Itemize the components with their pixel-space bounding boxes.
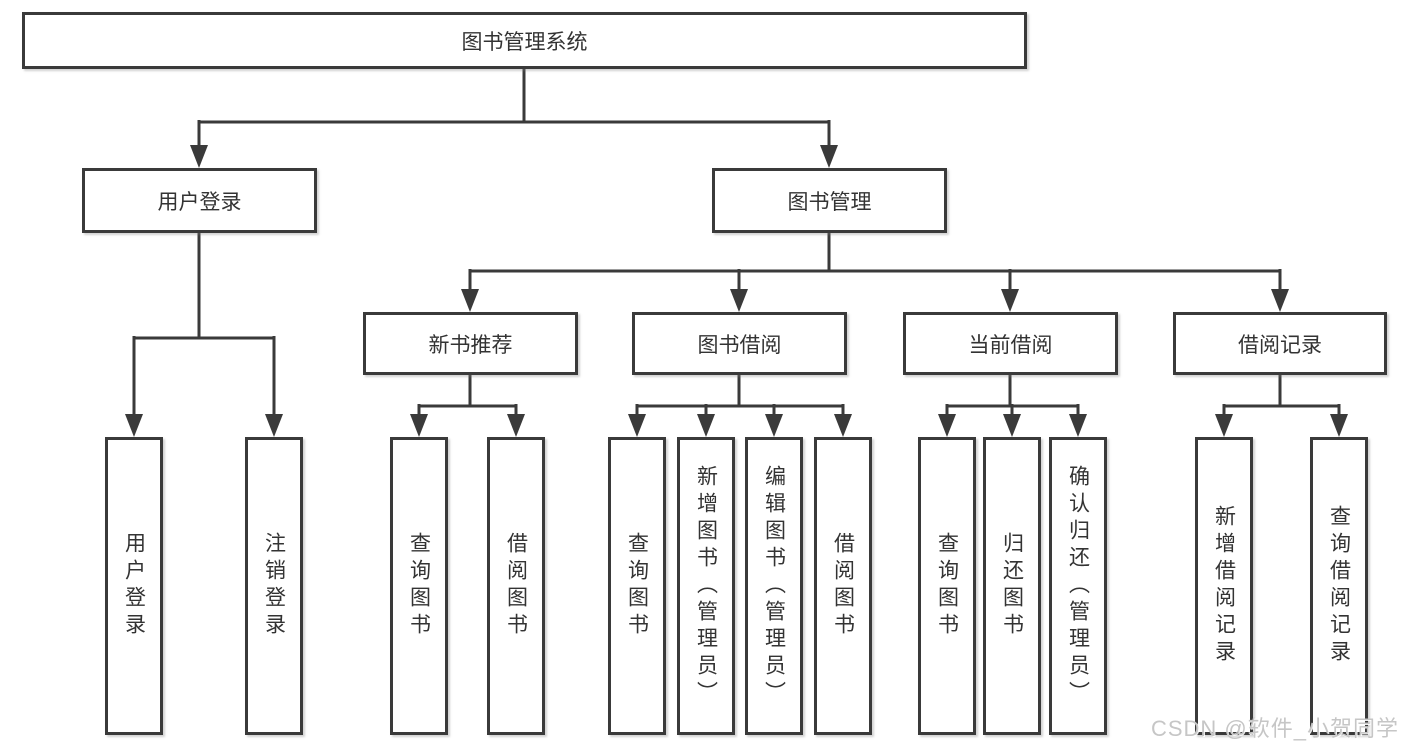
node-label: 借阅图书 [831,532,855,640]
node-label: 借阅记录 [1238,333,1322,357]
leaf-borrow-books-newbook: 借阅图书 [487,437,545,735]
connector-current-borrow-to-leaves [945,375,1080,416]
arrowheads-level2 [190,145,838,168]
node-borrowing-records: 借阅记录 [1173,312,1387,375]
node-label: 新增图书（管理员） [694,464,718,708]
node-label: 图书管理 [787,190,872,214]
leaf-query-books-current: 查询图书 [918,437,976,735]
arrowheads-current-borrow-leaves [938,414,1087,437]
watermark: CSDN @软件_小贺同学 [1150,716,1399,741]
node-label: 编辑图书（管理员） [762,464,786,708]
node-label: 借阅图书 [504,532,528,640]
leaf-add-book-admin: 新增图书（管理员） [677,437,735,735]
connector-new-book-to-leaves [417,375,518,416]
leaf-query-borrow-record: 查询借阅记录 [1310,437,1368,735]
node-label: 用户登录 [157,190,242,214]
node-label: 新书推荐 [428,333,513,357]
leaf-return-books: 归还图书 [983,437,1041,735]
arrowheads-new-book-leaves [410,414,525,437]
node-label: 查询图书 [407,532,431,640]
node-label: 注销登录 [262,532,286,640]
node-label: 查询借阅记录 [1327,505,1351,667]
node-label: 归还图书 [1000,532,1024,640]
arrowheads-user-login-leaves [125,414,283,437]
arrowheads-borrow-records-leaves [1215,414,1348,437]
leaf-query-books-borrow: 查询图书 [608,437,666,735]
node-label: 查询图书 [625,532,649,640]
connector-root-to-branches [197,69,831,147]
node-book-borrowing: 图书借阅 [632,312,847,375]
connector-user-login-to-leaves [132,233,276,416]
arrowheads-sections [461,289,1289,312]
node-label: 查询图书 [935,532,959,640]
leaf-query-books-newbook: 查询图书 [390,437,448,735]
node-label: 当前借阅 [968,333,1053,357]
node-label: 图书管理系统 [461,30,588,54]
leaf-logout: 注销登录 [245,437,303,735]
node-label: 用户登录 [122,532,146,640]
node-label: 确认归还（管理员） [1066,464,1090,708]
leaf-add-borrow-record: 新增借阅记录 [1195,437,1253,735]
node-new-book-recommendation: 新书推荐 [363,312,578,375]
connector-book-borrow-to-leaves [635,375,845,416]
node-library-management-system: 图书管理系统 [22,12,1027,69]
connector-book-management-to-sections [468,233,1282,291]
node-label: 新增借阅记录 [1212,505,1236,667]
node-current-borrowing: 当前借阅 [903,312,1118,375]
arrowheads-book-borrow-leaves [628,414,852,437]
leaf-user-login: 用户登录 [105,437,163,735]
node-book-management: 图书管理 [712,168,947,233]
node-user-login-branch: 用户登录 [82,168,317,233]
node-label: 图书借阅 [697,333,782,357]
leaf-edit-book-admin: 编辑图书（管理员） [745,437,803,735]
leaf-borrow-books-borrow: 借阅图书 [814,437,872,735]
leaf-confirm-return-admin: 确认归还（管理员） [1049,437,1107,735]
connector-borrow-records-to-leaves [1222,375,1341,416]
